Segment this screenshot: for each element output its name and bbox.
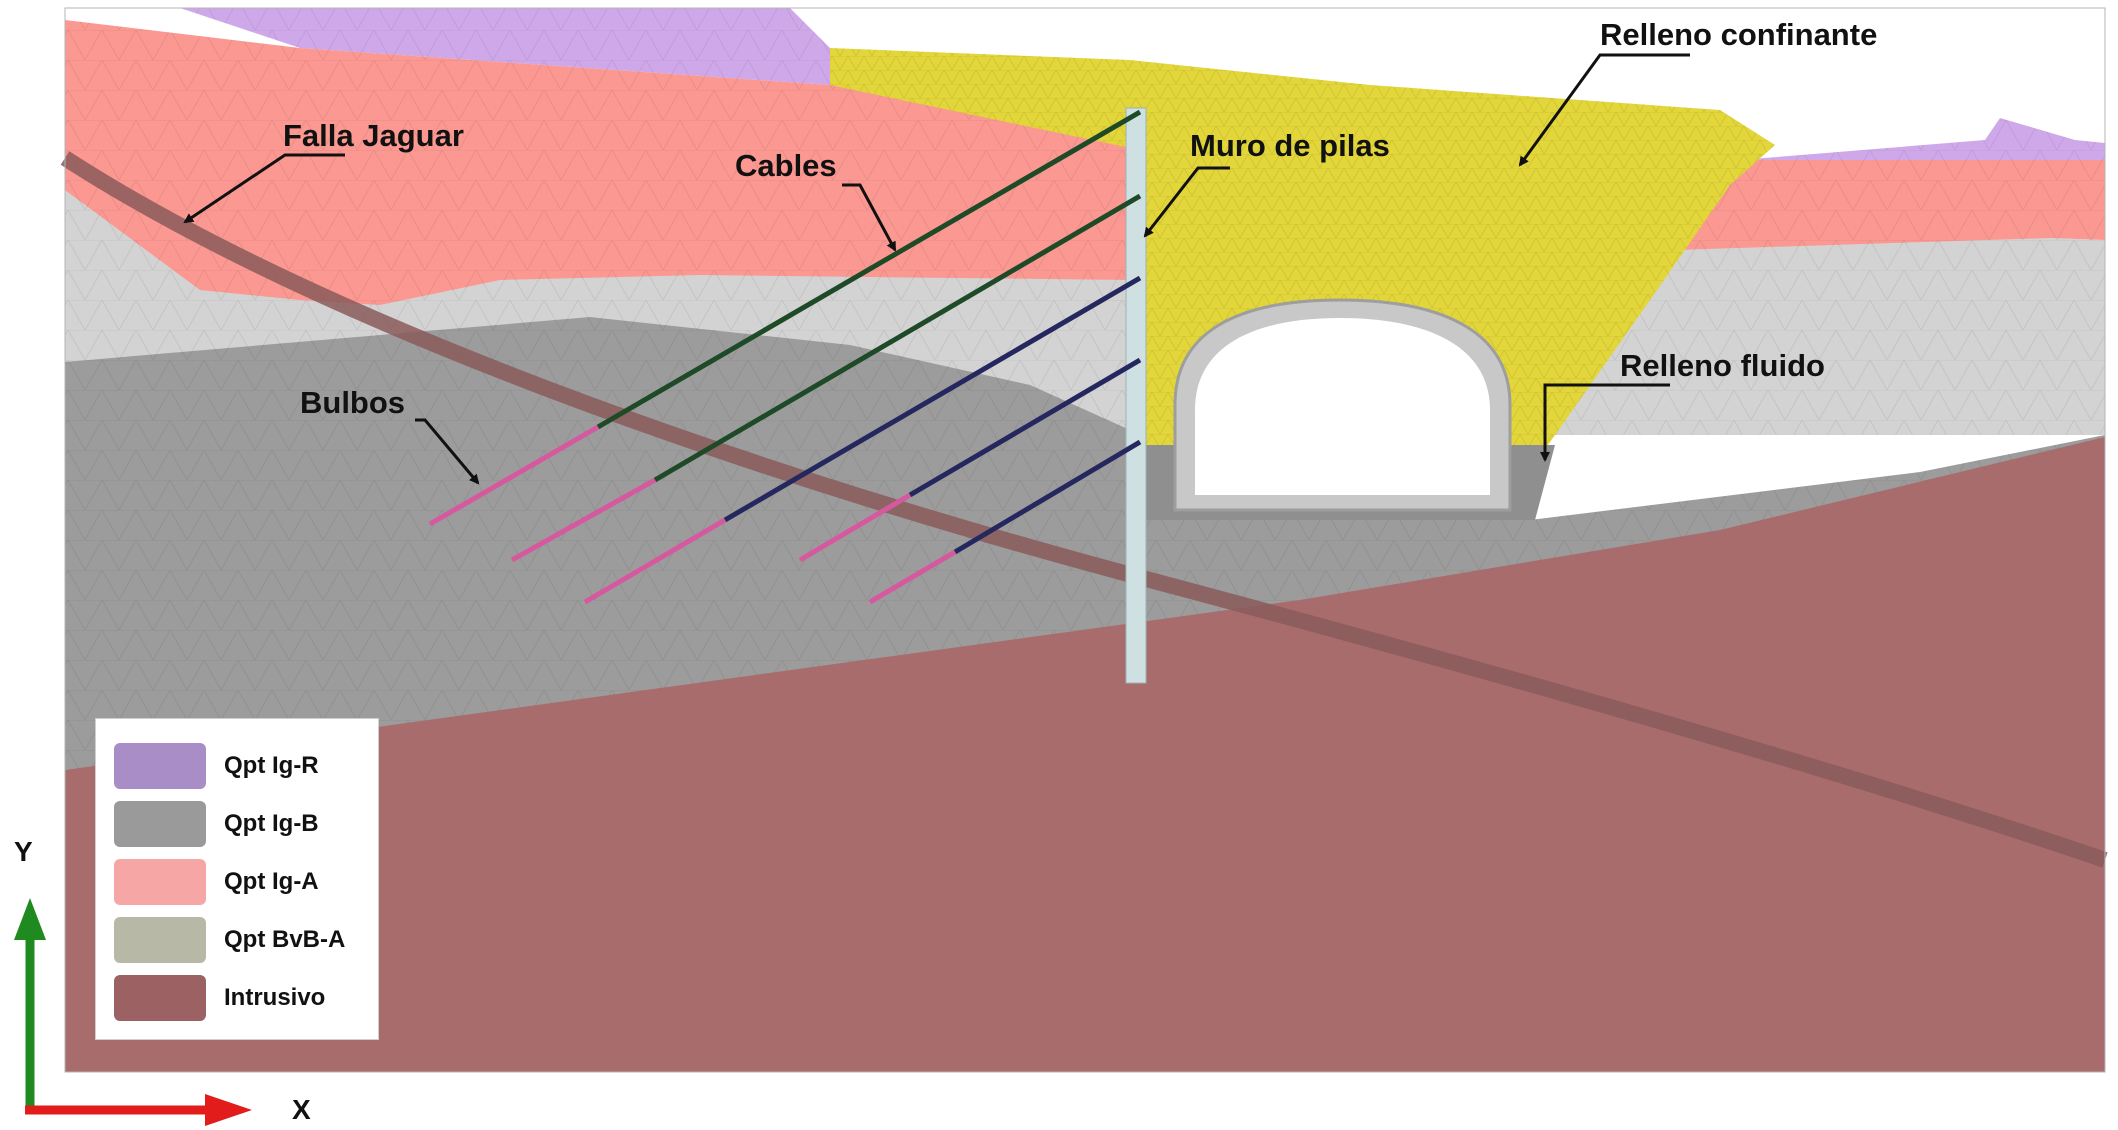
legend-item: Intrusivo bbox=[114, 975, 325, 1021]
y-axis-arrowhead bbox=[14, 898, 46, 940]
coordinate-axes bbox=[14, 898, 252, 1126]
cables-label: Cables bbox=[735, 148, 837, 183]
layer-intrusivo bbox=[65, 437, 2105, 1072]
mesh-overlay bbox=[180, 8, 830, 85]
tunnel-section bbox=[1173, 298, 1512, 512]
callout-leaders bbox=[183, 53, 1690, 485]
x-axis-arrowhead bbox=[205, 1094, 252, 1126]
legend-label: Qpt BvB-A bbox=[224, 926, 346, 953]
cable-1 bbox=[596, 109, 1142, 430]
bulb-2 bbox=[510, 477, 657, 563]
model-frame bbox=[64, 7, 2106, 1073]
relleno-confinante-label: Relleno confinante bbox=[1600, 17, 1878, 52]
mesh-overlay bbox=[1675, 160, 2105, 250]
legend-item: Qpt Ig-A bbox=[114, 859, 319, 905]
legend-swatch bbox=[114, 859, 206, 905]
mesh-overlay bbox=[65, 317, 2105, 770]
bulb-4 bbox=[798, 492, 912, 563]
relleno-fluido-label: Relleno fluido bbox=[1620, 348, 1825, 383]
legend-label: Intrusivo bbox=[224, 984, 326, 1011]
muro-de-pilas-label: Muro de pilas bbox=[1190, 128, 1390, 163]
muro-de-pilas bbox=[1125, 107, 1147, 684]
bulb-1 bbox=[428, 424, 600, 527]
legend-swatch bbox=[114, 975, 206, 1021]
mesh-overlay bbox=[830, 48, 1775, 445]
anchor-cables bbox=[428, 109, 1142, 605]
bulb-3 bbox=[583, 517, 727, 605]
bulb-5 bbox=[868, 549, 957, 605]
cable-3 bbox=[723, 275, 1142, 523]
legend-swatch bbox=[114, 801, 206, 847]
y-axis-label: Y bbox=[14, 836, 33, 867]
legend-item: Qpt BvB-A bbox=[114, 917, 345, 963]
cable-5 bbox=[953, 439, 1142, 555]
legend-swatch bbox=[114, 743, 206, 789]
falla-jaguar-label: Falla Jaguar bbox=[283, 118, 464, 153]
legend-label: Qpt Ig-R bbox=[224, 752, 319, 779]
cable-2 bbox=[653, 193, 1142, 483]
legend-item: Qpt Ig-R bbox=[114, 743, 319, 789]
legend: Qpt Ig-R Qpt Ig-B Qpt Ig-A Qpt BvB-A Int… bbox=[95, 718, 379, 1040]
cable-4 bbox=[908, 357, 1142, 498]
legend-item: Qpt Ig-B bbox=[114, 801, 319, 847]
legend-label: Qpt Ig-B bbox=[224, 810, 319, 837]
bulbos-label: Bulbos bbox=[300, 385, 406, 420]
x-axis-label: X bbox=[292, 1094, 311, 1125]
legend-label: Qpt Ig-A bbox=[224, 868, 319, 895]
legend-swatch bbox=[114, 917, 206, 963]
